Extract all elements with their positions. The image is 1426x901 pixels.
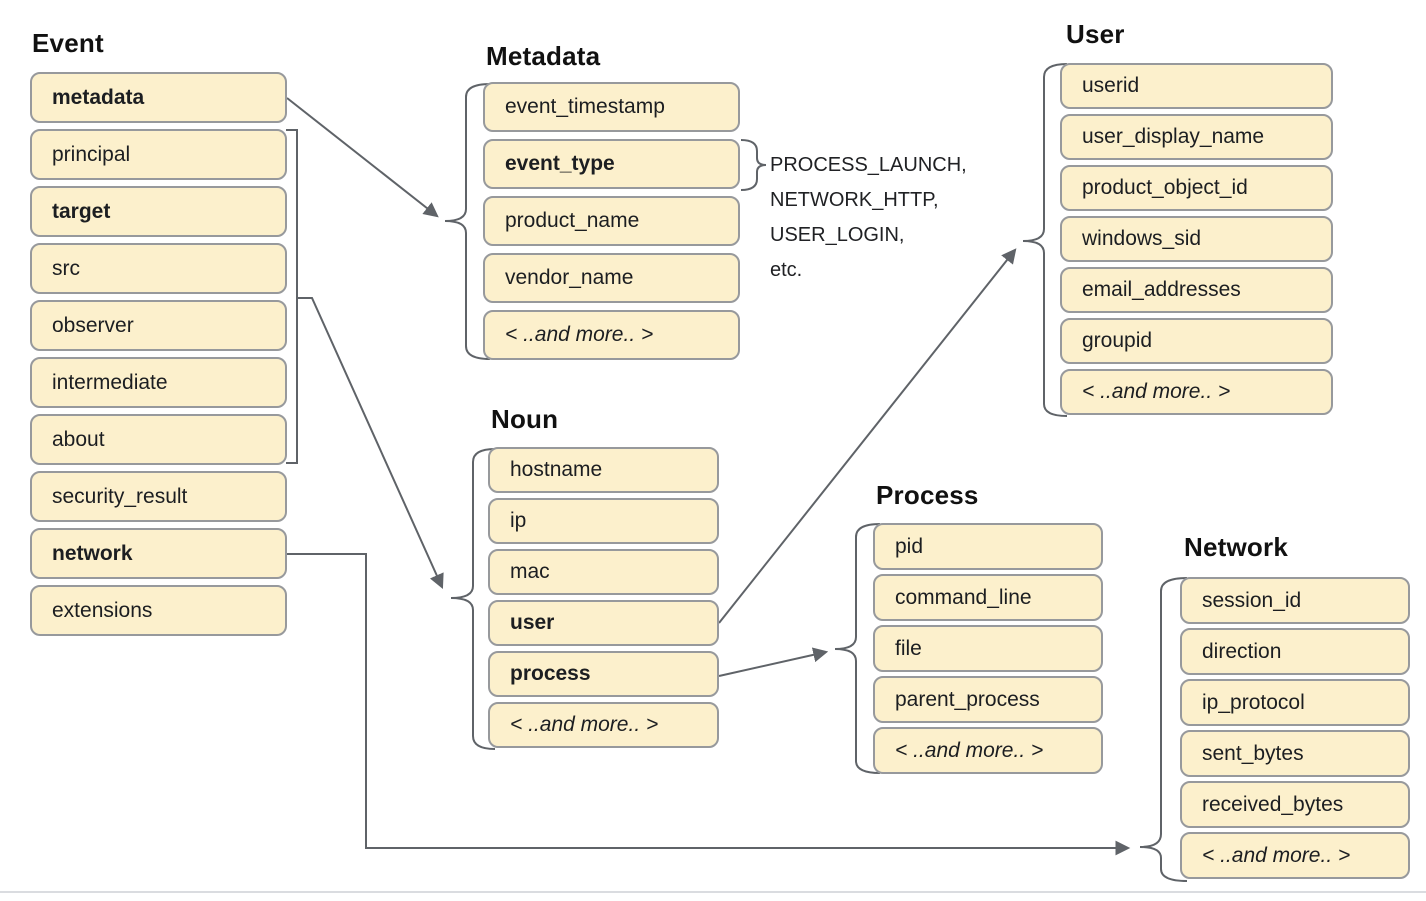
group-event: metadata principal target src observer i… <box>30 72 287 636</box>
bracket-event-nouns <box>286 129 298 464</box>
user-field-user-display-name: user_display_name <box>1060 114 1333 160</box>
noun-field-process: process <box>488 651 719 697</box>
arrow-nouns-to-noun-group <box>297 297 444 590</box>
event-field-intermediate: intermediate <box>30 357 287 408</box>
user-field-and-more: < ..and more.. > <box>1060 369 1333 415</box>
event-field-network: network <box>30 528 287 579</box>
process-field-command-line: command_line <box>873 574 1103 621</box>
user-field-email-addresses: email_addresses <box>1060 267 1333 313</box>
group-metadata: event_timestamp event_type product_name … <box>483 82 740 360</box>
group-process: pid command_line file parent_process < .… <box>873 523 1103 774</box>
group-network: session_id direction ip_protocol sent_by… <box>1180 577 1410 879</box>
user-field-product-object-id: product_object_id <box>1060 165 1333 211</box>
group-noun-title: Noun <box>491 404 559 434</box>
group-metadata-title: Metadata <box>486 41 601 71</box>
event-type-value-line: USER_LOGIN, <box>770 224 905 246</box>
metadata-field-product-name: product_name <box>483 196 740 246</box>
arrow-process-to-process-group <box>718 647 829 677</box>
group-noun: hostname ip mac user process < ..and mor… <box>488 447 719 748</box>
event-field-principal: principal <box>30 129 287 180</box>
event-field-observer: observer <box>30 300 287 351</box>
noun-field-user: user <box>488 600 719 646</box>
group-user-title: User <box>1066 19 1125 49</box>
group-event-title: Event <box>32 28 104 58</box>
event-type-values-annotation: PROCESS_LAUNCH, NETWORK_HTTP, USER_LOGIN… <box>770 148 967 288</box>
event-field-about: about <box>30 414 287 465</box>
user-field-windows-sid: windows_sid <box>1060 216 1333 262</box>
user-field-groupid: groupid <box>1060 318 1333 364</box>
network-field-direction: direction <box>1180 628 1410 675</box>
process-field-pid: pid <box>873 523 1103 570</box>
metadata-field-event-timestamp: event_timestamp <box>483 82 740 132</box>
network-field-and-more: < ..and more.. > <box>1180 832 1410 879</box>
group-process-title: Process <box>876 480 979 510</box>
metadata-field-vendor-name: vendor_name <box>483 253 740 303</box>
group-network-title: Network <box>1184 532 1288 562</box>
event-type-value-line: NETWORK_HTTP, <box>770 189 939 211</box>
brace-event-type-values <box>740 139 767 191</box>
group-user: userid user_display_name product_object_… <box>1060 63 1333 415</box>
user-field-userid: userid <box>1060 63 1333 109</box>
noun-field-mac: mac <box>488 549 719 595</box>
process-field-parent-process: parent_process <box>873 676 1103 723</box>
event-field-src: src <box>30 243 287 294</box>
network-field-sent-bytes: sent_bytes <box>1180 730 1410 777</box>
metadata-field-and-more: < ..and more.. > <box>483 310 740 360</box>
event-field-metadata: metadata <box>30 72 287 123</box>
event-field-extensions: extensions <box>30 585 287 636</box>
metadata-field-event-type: event_type <box>483 139 740 189</box>
event-type-value-line: etc. <box>770 259 803 281</box>
process-field-and-more: < ..and more.. > <box>873 727 1103 774</box>
arrow-metadata-to-metadata-group <box>286 97 439 218</box>
event-type-value-line: PROCESS_LAUNCH, <box>770 154 967 176</box>
event-field-security-result: security_result <box>30 471 287 522</box>
noun-field-hostname: hostname <box>488 447 719 493</box>
event-field-target: target <box>30 186 287 237</box>
noun-field-and-more: < ..and more.. > <box>488 702 719 748</box>
network-field-session-id: session_id <box>1180 577 1410 624</box>
noun-field-ip: ip <box>488 498 719 544</box>
network-field-ip-protocol: ip_protocol <box>1180 679 1410 726</box>
network-field-received-bytes: received_bytes <box>1180 781 1410 828</box>
process-field-file: file <box>873 625 1103 672</box>
